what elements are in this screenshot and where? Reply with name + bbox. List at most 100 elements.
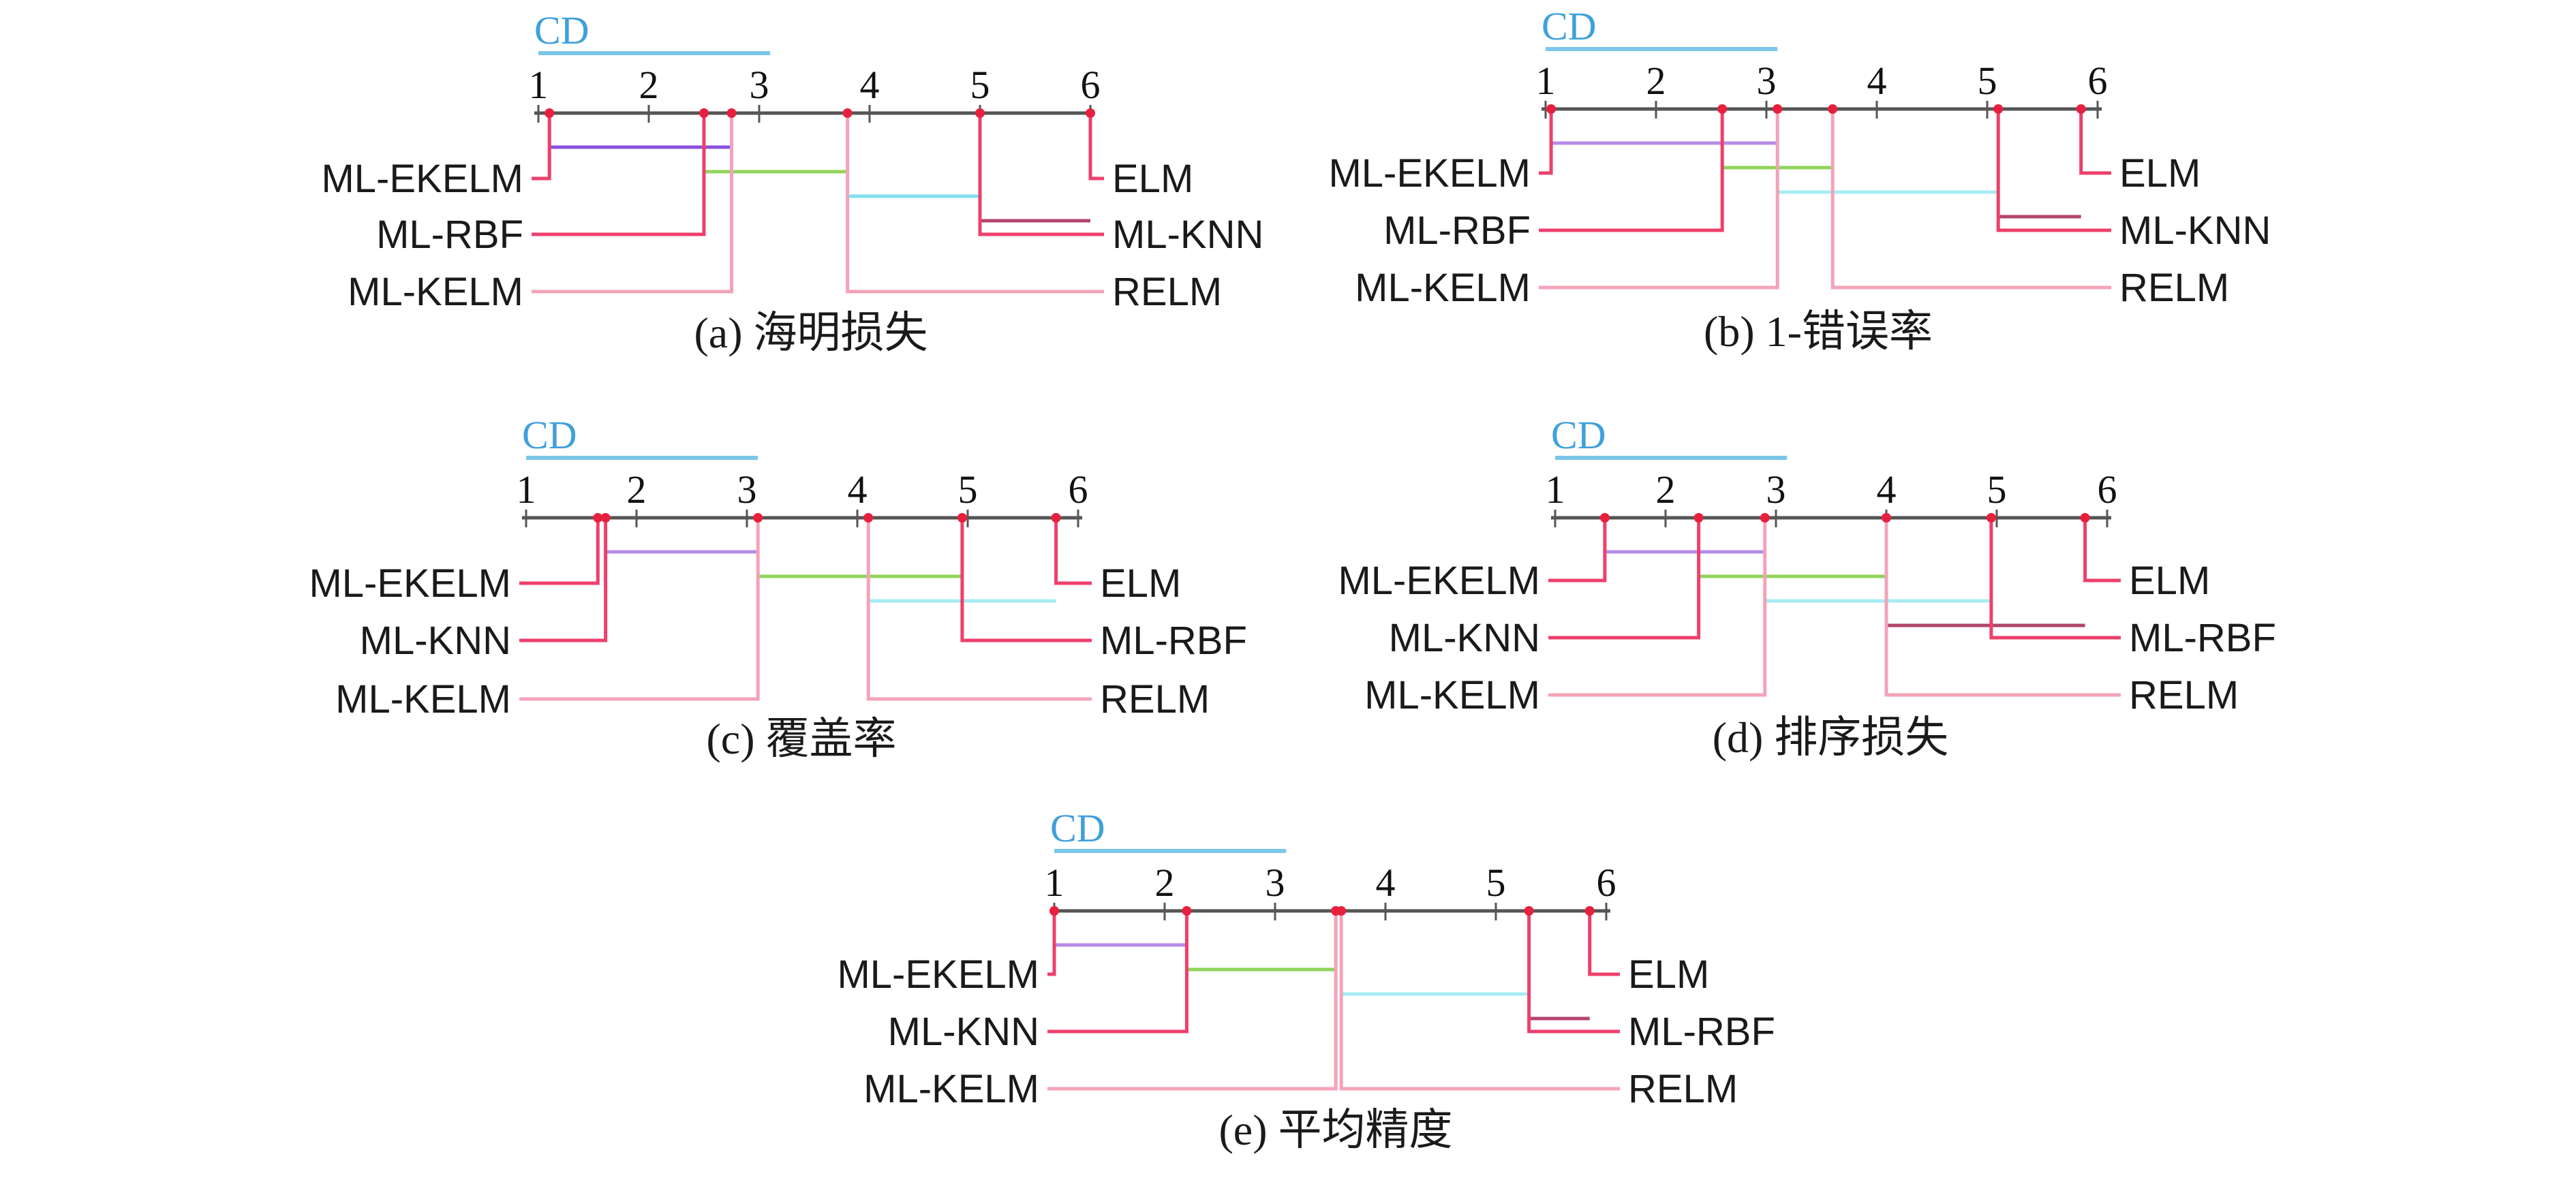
- method-connector: [1539, 109, 1724, 232]
- method-label: ML-RBF: [1100, 619, 1247, 663]
- method-label: ML-KNN: [1389, 616, 1540, 660]
- axis-tick-label: 6: [2098, 467, 2117, 512]
- rank-marker: [1546, 104, 1557, 114]
- method-label: RELM: [1112, 270, 1222, 314]
- method-connector: [1989, 518, 2121, 640]
- rank-marker: [975, 108, 985, 118]
- method-label: ML-EKELM: [1338, 559, 1540, 603]
- method-label: ML-KNN: [1112, 213, 1263, 257]
- method-connector: [519, 518, 608, 642]
- rank-marker: [1049, 906, 1059, 916]
- rank-marker: [1828, 104, 1838, 114]
- method-label: RELM: [2129, 673, 2239, 717]
- method-connector: [1047, 911, 1056, 976]
- axis-tick-label: 5: [1987, 467, 2007, 512]
- method-label: ELM: [2119, 151, 2201, 196]
- axis-tick-label: 4: [1867, 59, 1887, 103]
- cd-label: CD: [1551, 413, 1606, 457]
- rank-marker: [1599, 513, 1610, 523]
- rank-marker: [1336, 906, 1347, 916]
- method-connector: [532, 113, 733, 294]
- cd-label: CD: [1542, 4, 1597, 48]
- method-label: ML-EKELM: [837, 952, 1039, 997]
- axis-tick-label: 5: [958, 467, 978, 512]
- rank-marker: [753, 513, 763, 523]
- axis-tick-label: 3: [1757, 59, 1777, 103]
- method-label: ELM: [1628, 952, 1709, 997]
- method-connector: [1588, 911, 1620, 976]
- rank-marker: [1760, 513, 1770, 523]
- rank-marker: [1524, 906, 1534, 916]
- axis-tick-label: 2: [639, 63, 659, 107]
- axis-tick-label: 5: [970, 63, 990, 107]
- axis-tick-label: 3: [1266, 860, 1285, 905]
- method-label: ML-KELM: [863, 1067, 1039, 1111]
- method-label: RELM: [1628, 1067, 1738, 1111]
- method-connector: [1527, 911, 1620, 1034]
- method-label: ML-KNN: [2119, 208, 2271, 253]
- method-connector: [1830, 109, 2111, 290]
- method-connector: [519, 518, 760, 701]
- cd-label: CD: [1050, 806, 1105, 850]
- method-connector: [2079, 109, 2111, 175]
- rank-marker: [863, 513, 874, 523]
- rank-marker: [1993, 104, 2004, 114]
- axis-tick-label: 2: [1656, 467, 1676, 512]
- rank-marker: [699, 108, 709, 118]
- method-label: ML-RBF: [1383, 208, 1531, 253]
- method-connector: [2083, 518, 2121, 583]
- cd-label: CD: [522, 413, 577, 457]
- axis-tick-label: 6: [1069, 467, 1088, 512]
- method-label: ML-KNN: [888, 1010, 1039, 1054]
- method-label: ML-KELM: [1355, 266, 1531, 310]
- method-connector: [1548, 518, 1607, 583]
- method-connector: [1047, 911, 1338, 1091]
- method-connector: [1996, 109, 2111, 232]
- method-label: ML-KELM: [335, 677, 511, 721]
- panel-caption: (a) 海明损失: [694, 309, 927, 357]
- axis-tick-label: 6: [1081, 63, 1101, 107]
- method-label: ML-KELM: [1364, 673, 1540, 717]
- method-label: ML-KNN: [360, 619, 511, 663]
- method-connector: [1539, 109, 1779, 290]
- method-label: ML-RBF: [2129, 616, 2276, 660]
- rank-marker: [842, 108, 853, 118]
- axis-tick-label: 1: [529, 63, 549, 107]
- method-connector: [1339, 911, 1620, 1091]
- axis-tick-label: 4: [1376, 860, 1396, 905]
- rank-marker: [1051, 513, 1061, 523]
- method-connector: [1047, 911, 1189, 1034]
- method-connector: [978, 113, 1104, 236]
- method-connector: [1884, 518, 2121, 697]
- axis-tick-label: 6: [2088, 59, 2108, 103]
- axis-tick-label: 2: [627, 467, 647, 512]
- rank-marker: [545, 108, 555, 118]
- axis-tick-label: 3: [750, 63, 769, 107]
- rank-marker: [2076, 104, 2086, 114]
- panel-caption: (e) 平均精度: [1218, 1106, 1452, 1154]
- method-label: ML-EKELM: [321, 157, 523, 201]
- method-label: ML-EKELM: [309, 561, 511, 606]
- axis-tick-label: 3: [737, 467, 757, 512]
- rank-marker: [1693, 513, 1704, 523]
- rank-marker: [1882, 513, 1891, 523]
- method-connector: [960, 518, 1092, 642]
- panel-caption: (b) 1-错误率: [1704, 307, 1933, 356]
- method-label: ELM: [1112, 157, 1193, 201]
- axis-tick-label: 2: [1155, 860, 1175, 905]
- axis-tick-label: 5: [1978, 59, 1997, 103]
- rank-marker: [600, 513, 611, 523]
- method-connector: [846, 113, 1104, 294]
- axis-tick-label: 1: [1045, 860, 1064, 905]
- rank-marker: [593, 513, 603, 523]
- panel-caption: (d) 排序损失: [1713, 713, 1949, 762]
- method-label: ML-RBF: [1628, 1010, 1775, 1054]
- method-label: ML-RBF: [376, 213, 523, 257]
- panel-caption: (c) 覆盖率: [706, 715, 896, 763]
- rank-marker: [1584, 906, 1595, 916]
- method-connector: [519, 518, 600, 585]
